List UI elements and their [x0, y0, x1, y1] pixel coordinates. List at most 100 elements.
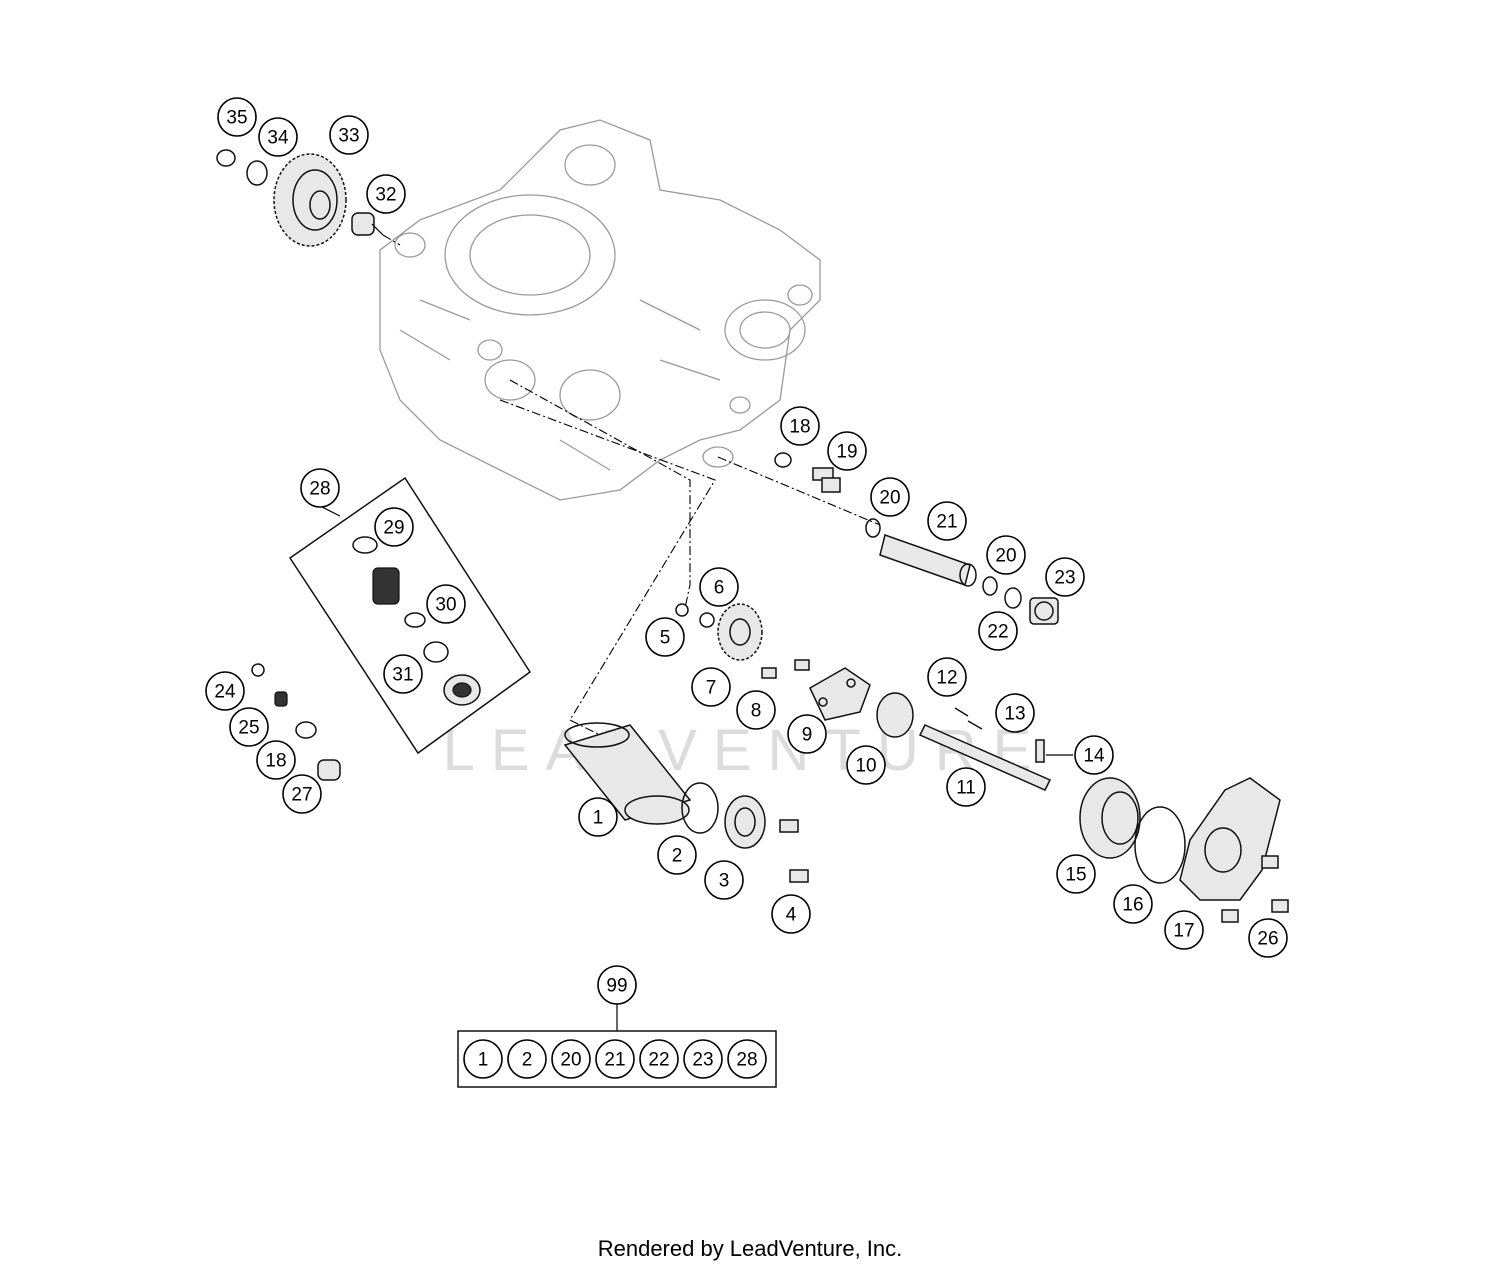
part-18-washer-2: [295, 721, 317, 739]
part-10-rotor: [876, 692, 914, 738]
callout-part-27-18[interactable]: 27: [282, 774, 322, 814]
callout-part-3-31[interactable]: 3: [704, 860, 744, 900]
kit-item-21[interactable]: 21: [595, 1039, 635, 1079]
callout-part-29-12[interactable]: 29: [374, 507, 414, 547]
callout-part-99-37[interactable]: 99: [597, 965, 637, 1005]
callout-part-5-20-label: 5: [660, 628, 671, 649]
callout-part-2-30[interactable]: 2: [657, 835, 697, 875]
part-28-valve: [372, 567, 400, 605]
callout-part-15-33-label: 15: [1065, 865, 1086, 886]
callout-part-1-29-label: 1: [593, 808, 604, 829]
callout-part-35-0-label: 35: [226, 108, 247, 129]
callout-part-31-14-label: 31: [392, 665, 413, 686]
kit-item-28[interactable]: 28: [727, 1039, 767, 1079]
callout-part-12-25-label: 12: [936, 668, 957, 689]
callout-part-4-32-label: 4: [786, 905, 797, 926]
kit-item-23-circle: [683, 1039, 723, 1079]
callout-part-7-21[interactable]: 7: [691, 667, 731, 707]
callout-part-19-5-circle: [827, 431, 867, 471]
part-22-oring: [1004, 587, 1022, 609]
callout-part-18-4-circle: [780, 406, 820, 446]
callout-part-26-36-label: 26: [1257, 929, 1278, 950]
callout-part-18-17-circle: [256, 740, 296, 780]
callout-part-35-0[interactable]: 35: [217, 97, 257, 137]
callout-part-20-6[interactable]: 20: [870, 477, 910, 517]
callout-part-20-8-circle: [986, 535, 1026, 575]
part-15-pump-housing: [1079, 777, 1141, 859]
callout-part-35-0-circle: [217, 97, 257, 137]
callout-part-5-20[interactable]: 5: [645, 617, 685, 657]
callout-part-29-12-label: 29: [383, 518, 404, 539]
part-19-bolt: [812, 467, 841, 493]
kit-item-1[interactable]: 1: [463, 1039, 503, 1079]
callout-part-8-22[interactable]: 8: [736, 690, 776, 730]
callout-part-1-29[interactable]: 1: [578, 797, 618, 837]
callout-part-20-6-label: 20: [879, 488, 900, 509]
kit-item-2[interactable]: 2: [507, 1039, 547, 1079]
kit-item-2-label: 2: [522, 1050, 533, 1071]
callout-part-24-15[interactable]: 24: [205, 671, 245, 711]
callout-part-14-28[interactable]: 14: [1074, 735, 1114, 775]
callout-part-6-19-label: 6: [714, 578, 725, 599]
kit-item-20[interactable]: 20: [551, 1039, 591, 1079]
part-35-circlip: [216, 149, 236, 167]
kit-item-28-circle: [727, 1039, 767, 1079]
part-30-oring: [404, 612, 426, 628]
callout-part-26-36[interactable]: 26: [1248, 918, 1288, 958]
callout-part-32-3[interactable]: 32: [366, 174, 406, 214]
callout-part-21-7[interactable]: 21: [927, 501, 967, 541]
kit-item-22[interactable]: 22: [639, 1039, 679, 1079]
callout-part-25-16[interactable]: 25: [229, 707, 269, 747]
callout-part-28-11-label: 28: [309, 479, 330, 500]
part-16-oring: [1134, 806, 1186, 884]
callout-part-33-2[interactable]: 33: [329, 115, 369, 155]
callout-part-20-8[interactable]: 20: [986, 535, 1026, 575]
callout-part-10-24-label: 10: [855, 756, 876, 777]
callout-part-24-15-label: 24: [214, 682, 236, 703]
part-31-seal: [423, 641, 481, 706]
callout-part-16-34[interactable]: 16: [1113, 884, 1153, 924]
callout-part-99-37-circle: [597, 965, 637, 1005]
kit-item-21-label: 21: [604, 1050, 625, 1071]
callout-part-4-32[interactable]: 4: [771, 894, 811, 934]
callout-part-28-11[interactable]: 28: [300, 468, 340, 508]
callout-part-13-26[interactable]: 13: [995, 693, 1035, 733]
callout-part-34-1-circle: [258, 117, 298, 157]
callout-part-19-5[interactable]: 19: [827, 431, 867, 471]
kit-item-28-label: 28: [736, 1050, 757, 1071]
callout-part-10-24[interactable]: 10: [846, 745, 886, 785]
callout-part-30-13[interactable]: 30: [426, 584, 466, 624]
part-27-plug: [317, 759, 341, 781]
callout-part-25-16-label: 25: [238, 718, 259, 739]
part-14-pin: [1035, 739, 1073, 763]
part-18-washer: [774, 452, 792, 468]
callout-part-23-9-label: 23: [1054, 568, 1075, 589]
kit-item-23[interactable]: 23: [683, 1039, 723, 1079]
callout-part-20-6-circle: [870, 477, 910, 517]
kit-item-1-label: 1: [478, 1050, 489, 1071]
callout-part-7-21-circle: [691, 667, 731, 707]
callout-part-34-1[interactable]: 34: [258, 117, 298, 157]
callout-part-28-11-circle: [300, 468, 340, 508]
callout-part-18-17[interactable]: 18: [256, 740, 296, 780]
callout-part-12-25[interactable]: 12: [927, 657, 967, 697]
callout-part-32-3-circle: [366, 174, 406, 214]
callout-part-17-35[interactable]: 17: [1164, 910, 1204, 950]
part-20-oring-2: [982, 576, 998, 596]
part-2-oring: [681, 782, 719, 834]
callout-part-18-4[interactable]: 18: [780, 406, 820, 446]
callout-part-23-9[interactable]: 23: [1045, 557, 1085, 597]
part-11-shaft: [918, 724, 1052, 791]
callout-part-16-34-circle: [1113, 884, 1153, 924]
kit-item-21-circle: [595, 1039, 635, 1079]
callout-part-15-33[interactable]: 15: [1056, 854, 1096, 894]
callout-part-19-5-label: 19: [836, 442, 857, 463]
callout-part-31-14[interactable]: 31: [383, 654, 423, 694]
callout-part-9-23[interactable]: 9: [787, 714, 827, 754]
callout-part-22-10[interactable]: 22: [978, 611, 1018, 651]
callout-part-6-19[interactable]: 6: [699, 567, 739, 607]
callout-part-9-23-circle: [787, 714, 827, 754]
callout-part-31-14-circle: [383, 654, 423, 694]
part-17-cover: [1179, 777, 1281, 901]
callout-part-11-27[interactable]: 11: [946, 767, 986, 807]
